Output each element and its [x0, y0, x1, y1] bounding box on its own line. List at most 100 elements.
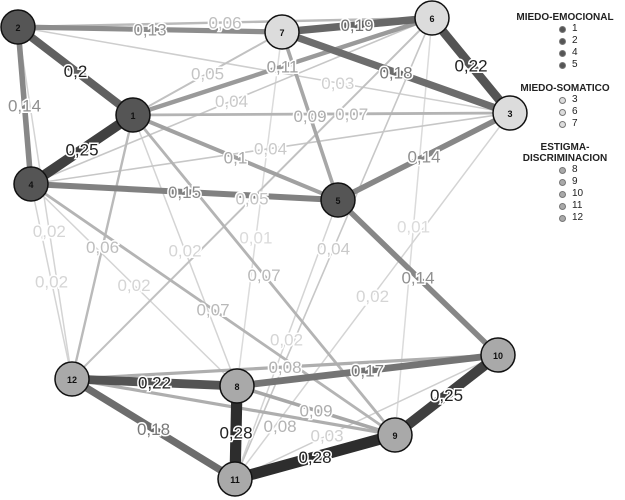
legend-dot-icon [559, 202, 566, 210]
legend-item: 9 [559, 176, 625, 188]
edge-6-11 [234, 17, 433, 480]
edge-label-2-1: 0,2 [64, 62, 88, 81]
legend-dot-icon [559, 61, 566, 69]
edge-label-1-3: 0,07 [335, 105, 368, 124]
node-5[interactable]: 5 [320, 182, 356, 218]
edge-3-11 [234, 112, 511, 480]
node-11[interactable]: 11 [217, 461, 253, 497]
edge-label-4-6: 0,04 [215, 92, 248, 111]
legend-dot-icon [559, 120, 566, 128]
legend-group-title: ESTIGMA-DISCRIMINACION [522, 142, 608, 164]
node-circle [0, 9, 36, 45]
edge-label-8-9: 0,09 [299, 402, 332, 421]
edge-7-8 [236, 31, 283, 387]
node-circle [377, 417, 413, 453]
edge-12-8 [71, 374, 238, 391]
legend-item-label: 12 [572, 212, 584, 223]
node-circle [414, 0, 450, 36]
edge-1-6 [132, 15, 433, 118]
edge-1-12 [70, 114, 135, 380]
edge-8-9 [236, 384, 396, 437]
edge-label-4-9: 0,07 [196, 301, 229, 320]
edge-label-1-8: 0,02 [168, 242, 201, 261]
edge-label-2-6: 0,06 [208, 14, 241, 33]
legend-group-title: MIEDO-SOMATICO [520, 83, 610, 94]
legend-dot-icon [559, 214, 566, 222]
edge-1-7 [132, 31, 283, 116]
legend-item-label: 2 [572, 35, 578, 46]
legend-item-label: 9 [572, 176, 578, 187]
edge-12-11 [70, 375, 237, 483]
node-10[interactable]: 10 [480, 337, 516, 373]
edge-3-5 [336, 110, 512, 203]
node-4[interactable]: 4 [13, 166, 49, 202]
node-label: 10 [493, 351, 503, 361]
edge-2-1 [15, 23, 136, 119]
edge-labels-layer: 0,280,280,250,250,220,220,20,190,180,180… [6, 12, 489, 469]
edge-label-1-12: 0,06 [86, 238, 119, 257]
legend-dot-icon [559, 49, 566, 57]
node-label: 1 [130, 111, 135, 121]
edge-label-6-12: 0,05 [235, 190, 268, 209]
node-1[interactable]: 1 [115, 97, 151, 133]
legend-item: 10 [559, 188, 625, 200]
edge-label-3-5: 0,14 [407, 148, 440, 167]
legend-item-label: 7 [572, 118, 578, 129]
legend-item-label: 6 [572, 106, 578, 117]
node-8[interactable]: 8 [219, 368, 255, 404]
edge-label-7-5: 0,09 [293, 107, 326, 126]
legend-dot-icon [559, 96, 566, 104]
edge-label-1-5: 0,1 [224, 149, 248, 168]
edge-4-9 [30, 182, 396, 437]
node-circle [320, 182, 356, 218]
legend-item: 6 [559, 106, 625, 118]
edge-label-7-3: 0,18 [379, 64, 412, 83]
edge-6-3 [428, 15, 514, 116]
edge-label-12-9: 0,08 [264, 417, 297, 436]
legend-item: 11 [559, 200, 625, 212]
node-9[interactable]: 9 [377, 417, 413, 453]
edge-label-6-9: 0,01 [397, 218, 430, 237]
node-3[interactable]: 3 [492, 95, 528, 131]
edge-2-4 [15, 26, 34, 185]
edge-5-11 [234, 199, 339, 480]
edge-label-7-8: 0,01 [239, 228, 272, 247]
node-7[interactable]: 7 [264, 14, 300, 50]
edge-label-2-3: 0,03 [321, 74, 354, 93]
edge-4-6 [30, 17, 433, 185]
edge-label-4-12: 0,02 [35, 273, 68, 292]
node-6[interactable]: 6 [414, 0, 450, 36]
edge-1-4 [28, 110, 136, 189]
node-label: 2 [15, 23, 20, 33]
edge-2-12 [17, 26, 73, 380]
node-label: 9 [392, 431, 397, 441]
edge-label-4-3: 0,04 [254, 140, 287, 159]
legend-item: 7 [559, 118, 625, 130]
edge-label-12-10: 0,08 [268, 358, 301, 377]
node-circle [115, 97, 151, 133]
node-circle [219, 368, 255, 404]
edge-label-4-8: 0,02 [117, 276, 150, 295]
legend-item-label: 1 [572, 23, 578, 34]
edge-4-8 [30, 183, 238, 387]
node-label: 12 [67, 375, 77, 385]
node-circle [264, 14, 300, 50]
edge-2-6 [17, 16, 433, 29]
legend-item-label: 4 [572, 47, 578, 58]
node-12[interactable]: 12 [54, 361, 90, 397]
edge-label-2-12: 0,02 [33, 222, 66, 241]
node-2[interactable]: 2 [0, 9, 36, 45]
edge-2-7 [17, 24, 283, 35]
node-label: 5 [335, 196, 340, 206]
legend-dot-icon [559, 25, 566, 33]
node-label: 3 [507, 109, 512, 119]
legend-dot-icon [559, 166, 566, 174]
edge-8-10 [236, 351, 499, 390]
edge-label-12-8: 0,22 [138, 374, 171, 393]
edge-4-3 [30, 112, 511, 185]
edge-label-11-9: 0,28 [298, 448, 331, 467]
edge-label-2-7: 0,13 [133, 21, 166, 40]
node-label: 6 [429, 14, 434, 24]
